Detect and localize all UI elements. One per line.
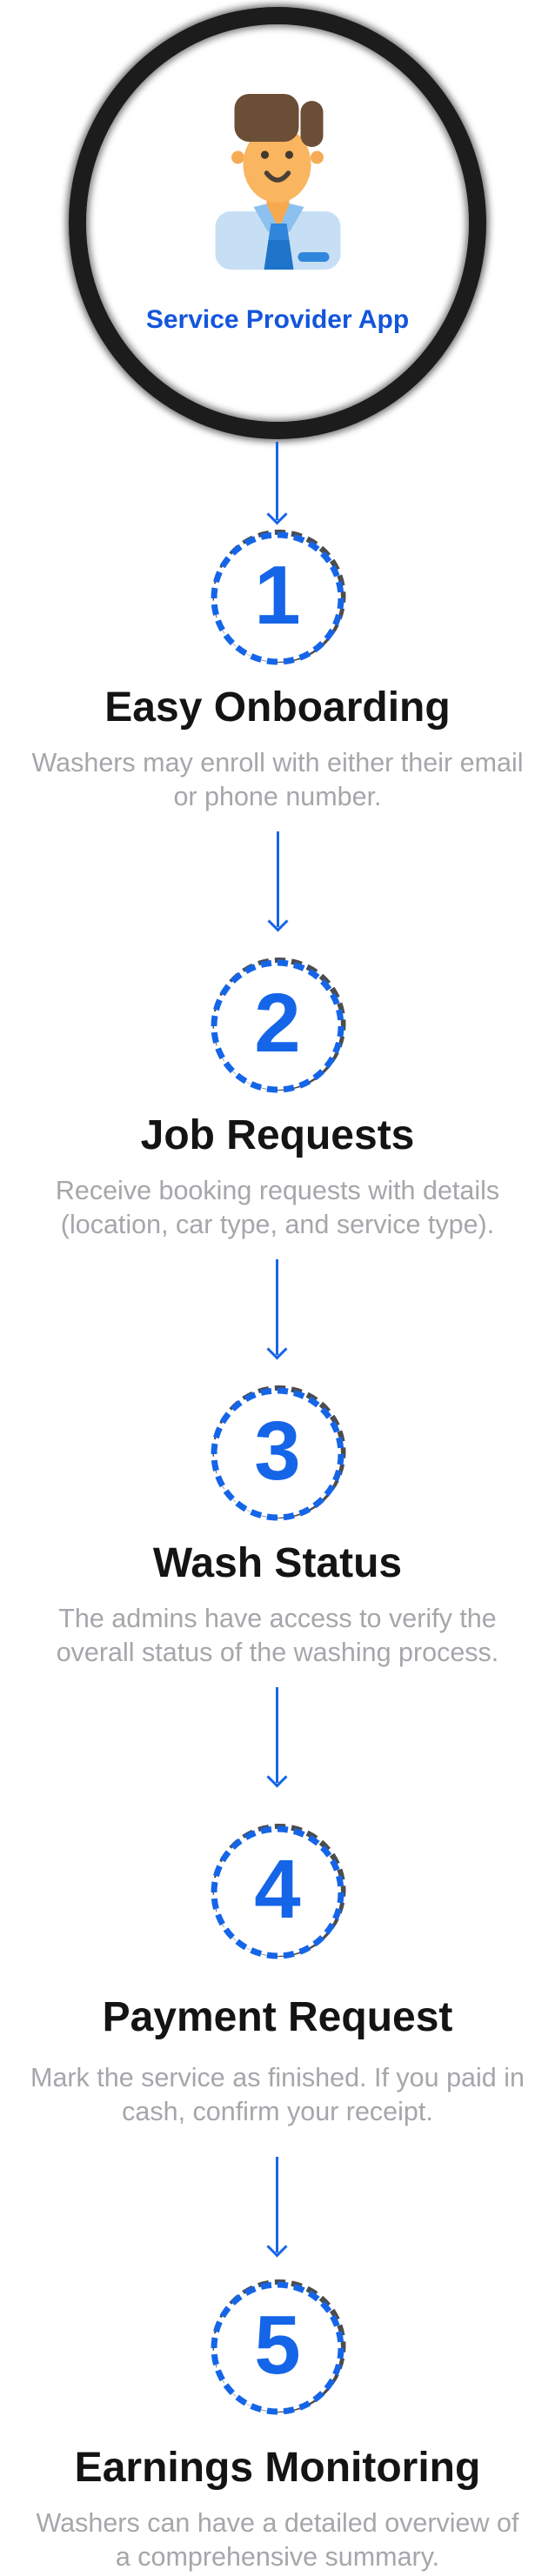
arrow-head	[266, 504, 289, 525]
step-title: Job Requests	[140, 1112, 415, 1158]
arrow-line	[276, 2157, 279, 2252]
step-job-requests: 2 Job Requests Receive booking requests …	[56, 814, 499, 1242]
service-provider-avatar-icon	[215, 94, 340, 270]
step-number-badge: 4	[208, 1823, 347, 1962]
arrow-line	[276, 1687, 279, 1783]
step-description: Washers can have a detailed overview of …	[36, 2508, 519, 2572]
hero-circle: Service Provider App	[69, 7, 486, 439]
arrow-head	[266, 911, 289, 932]
step-description: Washers may enroll with either their ema…	[31, 748, 524, 811]
arrow-line	[276, 442, 279, 520]
step-number-badge: 3	[208, 1385, 347, 1524]
step-earnings-monitoring: 5 Earnings Monitoring Washers can have a…	[36, 2129, 519, 2574]
step-payment-request: 4 Payment Request Mark the service as fi…	[30, 1670, 525, 2129]
dashed-circle-icon	[211, 530, 346, 665]
dashed-circle-icon	[211, 1824, 346, 1959]
step-number-badge: 5	[208, 2279, 347, 2418]
arrow-line	[276, 1259, 279, 1355]
down-arrow-icon	[266, 442, 289, 525]
step-number-badge: 1	[208, 529, 347, 668]
step-number: 5	[254, 2299, 301, 2392]
dashed-circle-icon	[211, 2279, 346, 2415]
arrow-head	[266, 2236, 289, 2258]
down-arrow-icon	[266, 2157, 289, 2258]
step-description: Receive booking requests with details (l…	[55, 1176, 500, 1239]
step-title: Earnings Monitoring	[74, 2445, 481, 2491]
step-description: The admins have access to verify the ove…	[56, 1604, 499, 1667]
down-arrow-icon	[266, 1687, 289, 1788]
step-title: Payment Request	[102, 1994, 453, 2040]
dashed-circle-icon	[211, 958, 346, 1093]
step-number-badge: 2	[208, 957, 347, 1096]
step-title: Wash Status	[152, 1540, 403, 1586]
step-easy-onboarding: 1 Easy Onboarding Washers may enroll wit…	[31, 439, 524, 814]
app-title: Service Provider App	[145, 305, 410, 334]
step-number: 3	[254, 1405, 301, 1498]
arrow-line	[276, 831, 279, 927]
arrow-head	[266, 1338, 289, 1360]
step-number: 1	[254, 549, 301, 642]
step-wash-status: 3 Wash Status The admins have access to …	[56, 1242, 499, 1670]
step-number: 2	[254, 977, 301, 1070]
arrow-head	[266, 1766, 289, 1788]
down-arrow-icon	[266, 831, 289, 932]
down-arrow-icon	[266, 1259, 289, 1360]
step-description: Mark the service as finished. If you pai…	[30, 2063, 525, 2126]
step-title: Easy Onboarding	[104, 684, 451, 731]
dashed-circle-icon	[211, 1385, 346, 1521]
step-number: 4	[254, 1843, 301, 1936]
